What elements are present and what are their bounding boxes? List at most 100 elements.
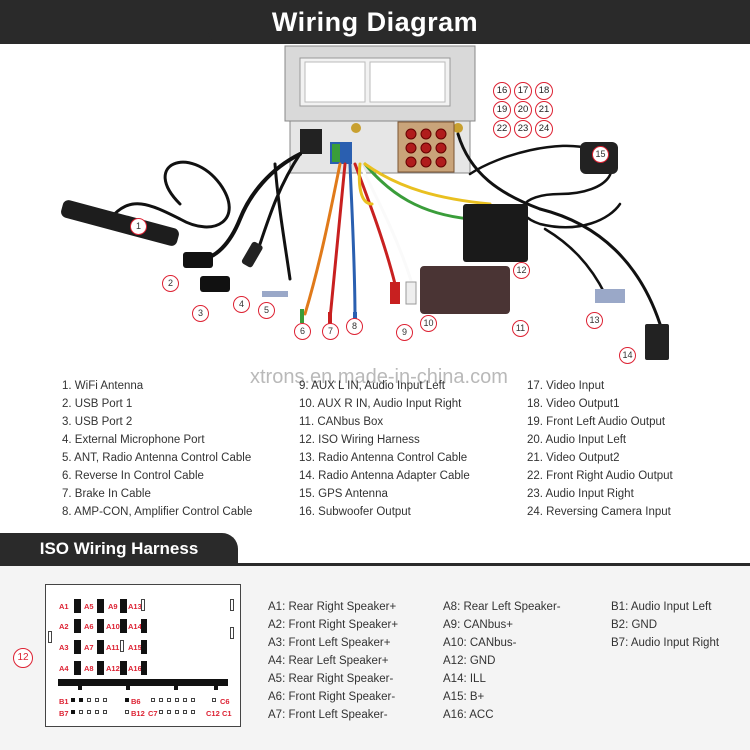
pin-a13-label: A13 — [128, 602, 142, 611]
callout-4: 4 — [233, 296, 250, 313]
legend-item: 24. Reversing Camera Input — [527, 506, 671, 518]
ant-cable-tip — [262, 291, 288, 297]
callout-13: 13 — [586, 312, 603, 329]
callout-7: 7 — [322, 323, 339, 340]
radio-antenna-plug — [595, 289, 625, 303]
legend-item: 22. Front Right Audio Output — [527, 470, 673, 482]
rca-pin-24: 24 — [535, 120, 553, 138]
pin-c9 — [175, 710, 179, 714]
pin-c5b-top — [191, 698, 195, 702]
usb-port-1-body — [183, 252, 213, 268]
callout-2: 2 — [162, 275, 179, 292]
legend-item: 16. Subwoofer Output — [299, 506, 411, 518]
pin-c2-top — [159, 698, 163, 702]
aux-left-plug — [390, 282, 400, 304]
pin-a8 — [97, 661, 104, 675]
pin-description: A8: Rear Left Speaker- — [443, 601, 561, 613]
connector-divider — [58, 679, 228, 686]
antenna-adapter-body — [645, 324, 669, 360]
callout-12: 12 — [513, 262, 530, 279]
pin-a6-label: A6 — [84, 622, 94, 631]
pin-description: A12: GND — [443, 655, 496, 667]
legend-item: 19. Front Left Audio Output — [527, 416, 666, 428]
pin-a9 — [120, 599, 127, 613]
pin-b4 — [95, 698, 99, 702]
iso-pin-column-2: A8: Rear Left Speaker- A9: CANbus+ A10: … — [443, 598, 561, 724]
pin-c8 — [167, 710, 171, 714]
pin-b7 — [71, 710, 75, 714]
pin-a8-label: A8 — [84, 664, 94, 673]
wifi-antenna-body — [61, 200, 179, 246]
pin-description: A5: Rear Right Speaker- — [268, 673, 394, 685]
title-tab — [208, 0, 542, 44]
page-title: Wiring Diagram — [271, 7, 479, 37]
pin-c12-label: C12 — [206, 709, 220, 718]
iso-pin-column-1: A1: Rear Right Speaker+ A2: Front Right … — [268, 598, 398, 724]
pin-b8 — [79, 710, 83, 714]
cables — [108, 132, 662, 326]
connector-tab-1 — [78, 685, 82, 690]
brake-cable-tip — [328, 312, 332, 326]
pin-description: B7: Audio Input Right — [611, 637, 720, 649]
pin-b9 — [87, 710, 91, 714]
legend-item: 5. ANT, Radio Antenna Control Cable — [62, 452, 252, 464]
pin-b11 — [103, 710, 107, 714]
pin-c4-top — [175, 698, 179, 702]
side-key-right-1 — [230, 599, 234, 611]
callout-1: 1 — [130, 218, 147, 235]
pin-c11 — [191, 710, 195, 714]
canbus-box-body — [420, 266, 510, 314]
pin-c7 — [159, 710, 163, 714]
side-key-left — [48, 631, 52, 643]
pin-description: A14: ILL — [443, 673, 486, 685]
legend-column-2: 9. AUX L IN, Audio Input Left 10. AUX R … — [299, 377, 470, 521]
usb-port-2-body — [200, 276, 230, 292]
pin-b12-label: B12 — [131, 709, 145, 718]
rca-block — [397, 121, 455, 173]
wiring-illustration — [61, 45, 669, 360]
pin-description: A2: Front Right Speaker+ — [268, 619, 399, 631]
pin-a9-label: A9 — [108, 602, 118, 611]
pin-description: A1: Rear Right Speaker+ — [268, 601, 397, 613]
pin-description: A16: ACC — [443, 709, 494, 721]
legend-item: 15. GPS Antenna — [299, 488, 388, 500]
callout-9: 9 — [396, 324, 413, 341]
pin-a2 — [74, 619, 81, 633]
callout-14: 14 — [619, 347, 636, 364]
pin-b3 — [87, 698, 91, 702]
legend-item: 6. Reverse In Control Cable — [62, 470, 204, 482]
pin-a3-label: A3 — [59, 643, 69, 652]
connector-tab-2 — [126, 685, 130, 690]
pin-a3 — [74, 640, 81, 654]
iso-section-title: ISO Wiring Harness — [39, 539, 199, 558]
iso-callout: 12 — [13, 648, 33, 668]
legend-item: 14. Radio Antenna Adapter Cable — [299, 470, 470, 482]
legend-column-1: 1. WiFi Antenna 2. USB Port 1 3. USB Por… — [62, 377, 252, 521]
pin-description: A7: Front Left Speaker- — [268, 709, 388, 721]
pin-description: A15: B+ — [443, 691, 485, 703]
legend-item: 17. Video Input — [527, 380, 605, 392]
pin-a1-label: A1 — [59, 602, 69, 611]
pin-a5 — [97, 599, 104, 613]
pin-a14-label: A14 — [128, 622, 142, 631]
pin-b2 — [79, 698, 83, 702]
pin-description: B1: Audio Input Left — [611, 601, 712, 613]
pin-a12-label: A12 — [106, 664, 120, 673]
callout-11: 11 — [512, 320, 529, 337]
pin-a4-label: A4 — [59, 664, 69, 673]
legend-item: 4. External Microphone Port — [62, 434, 205, 446]
legend-item: 1. WiFi Antenna — [62, 380, 144, 392]
pin-a15-label: A15 — [128, 643, 142, 652]
pin-a16-label: A16 — [128, 664, 142, 673]
pin-c6-top — [212, 698, 216, 702]
legend-item: 10. AUX R IN, Audio Input Right — [299, 398, 462, 410]
pin-b1-label: B1 — [59, 697, 69, 706]
pin-a7 — [97, 640, 104, 654]
callout-15: 15 — [592, 146, 609, 163]
iso-harness-body — [463, 204, 528, 262]
rca-pin-19: 19 — [493, 101, 511, 119]
microphone-port-body — [241, 241, 263, 268]
callout-8: 8 — [346, 318, 363, 335]
legend-item: 13. Radio Antenna Control Cable — [299, 452, 468, 464]
pin-description: A10: CANbus- — [443, 637, 517, 649]
